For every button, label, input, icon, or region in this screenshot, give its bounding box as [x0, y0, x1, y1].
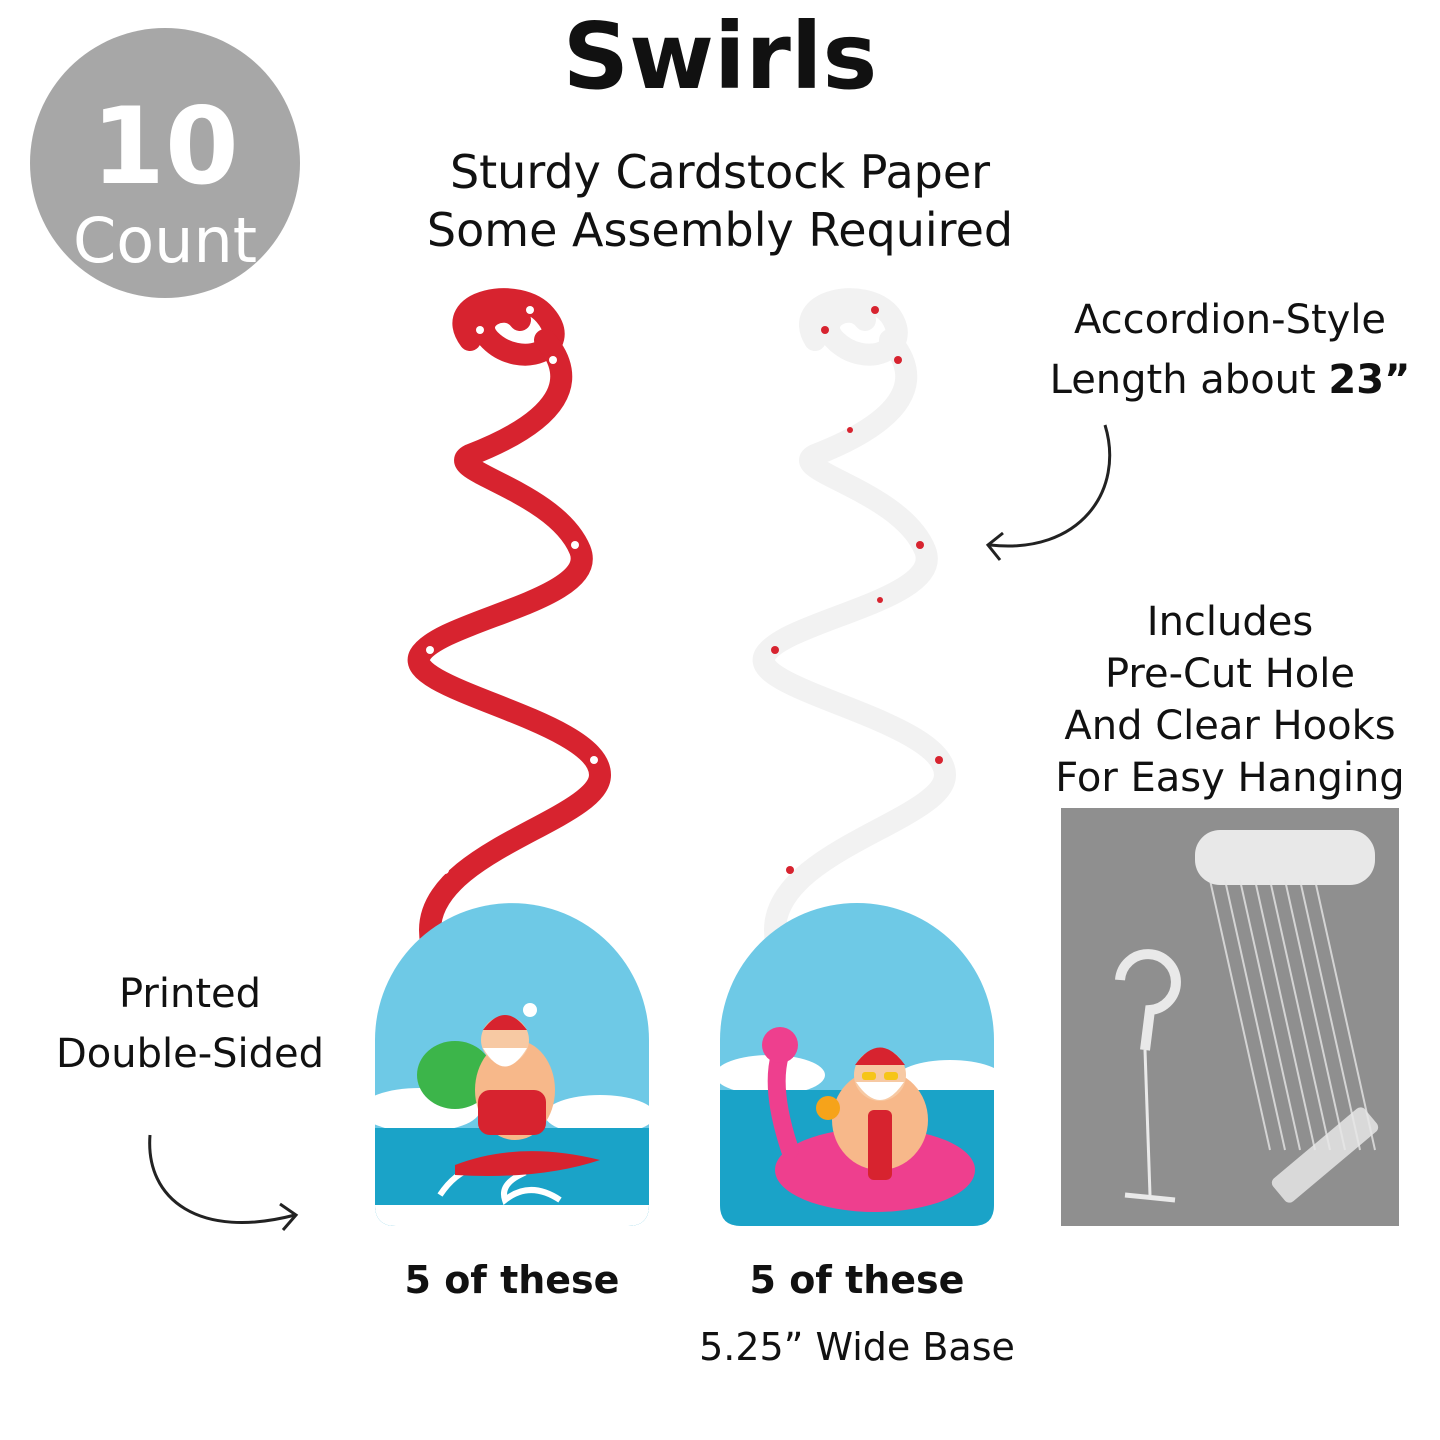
- hooks-line-3: And Clear Hooks: [1064, 703, 1396, 749]
- length-value: 23”: [1328, 357, 1411, 403]
- hooks-line-4: For Easy Hanging: [1055, 755, 1405, 801]
- base-width-note: 5.25” Wide Base: [699, 1325, 1015, 1369]
- hooks-line-2: Pre-Cut Hole: [1105, 651, 1355, 697]
- hooks-line-1: Includes: [1146, 599, 1314, 645]
- caption-left: 5 of these: [404, 1258, 620, 1302]
- curved-arrow-icon: [148, 1134, 296, 1224]
- accordion-style-label: Accordion-Style: [1073, 297, 1387, 343]
- curved-arrow-icon: [989, 424, 1112, 548]
- page-title: Swirls: [562, 3, 878, 110]
- length-prefix: Length about: [1049, 357, 1329, 403]
- length-label: Length about 23”: [1020, 354, 1440, 406]
- red-swirl: [407, 288, 612, 1021]
- caption-right: 5 of these: [749, 1258, 965, 1302]
- clear-hooks-photo: [1061, 808, 1399, 1226]
- surfing-santa-icon: [375, 903, 649, 1226]
- subtitle-line-2: Some Assembly Required: [426, 203, 1014, 257]
- white-swirl: [752, 288, 957, 1021]
- flamingo-float-santa-icon: [720, 903, 994, 1226]
- count-badge: 10 Count: [30, 28, 300, 298]
- printed-line-1: Printed: [118, 971, 261, 1017]
- subtitle-line-1: Sturdy Cardstock Paper: [449, 145, 991, 199]
- printed-line-2: Double-Sided: [55, 1031, 325, 1077]
- count-number: 10: [91, 85, 239, 208]
- count-unit: Count: [72, 204, 258, 277]
